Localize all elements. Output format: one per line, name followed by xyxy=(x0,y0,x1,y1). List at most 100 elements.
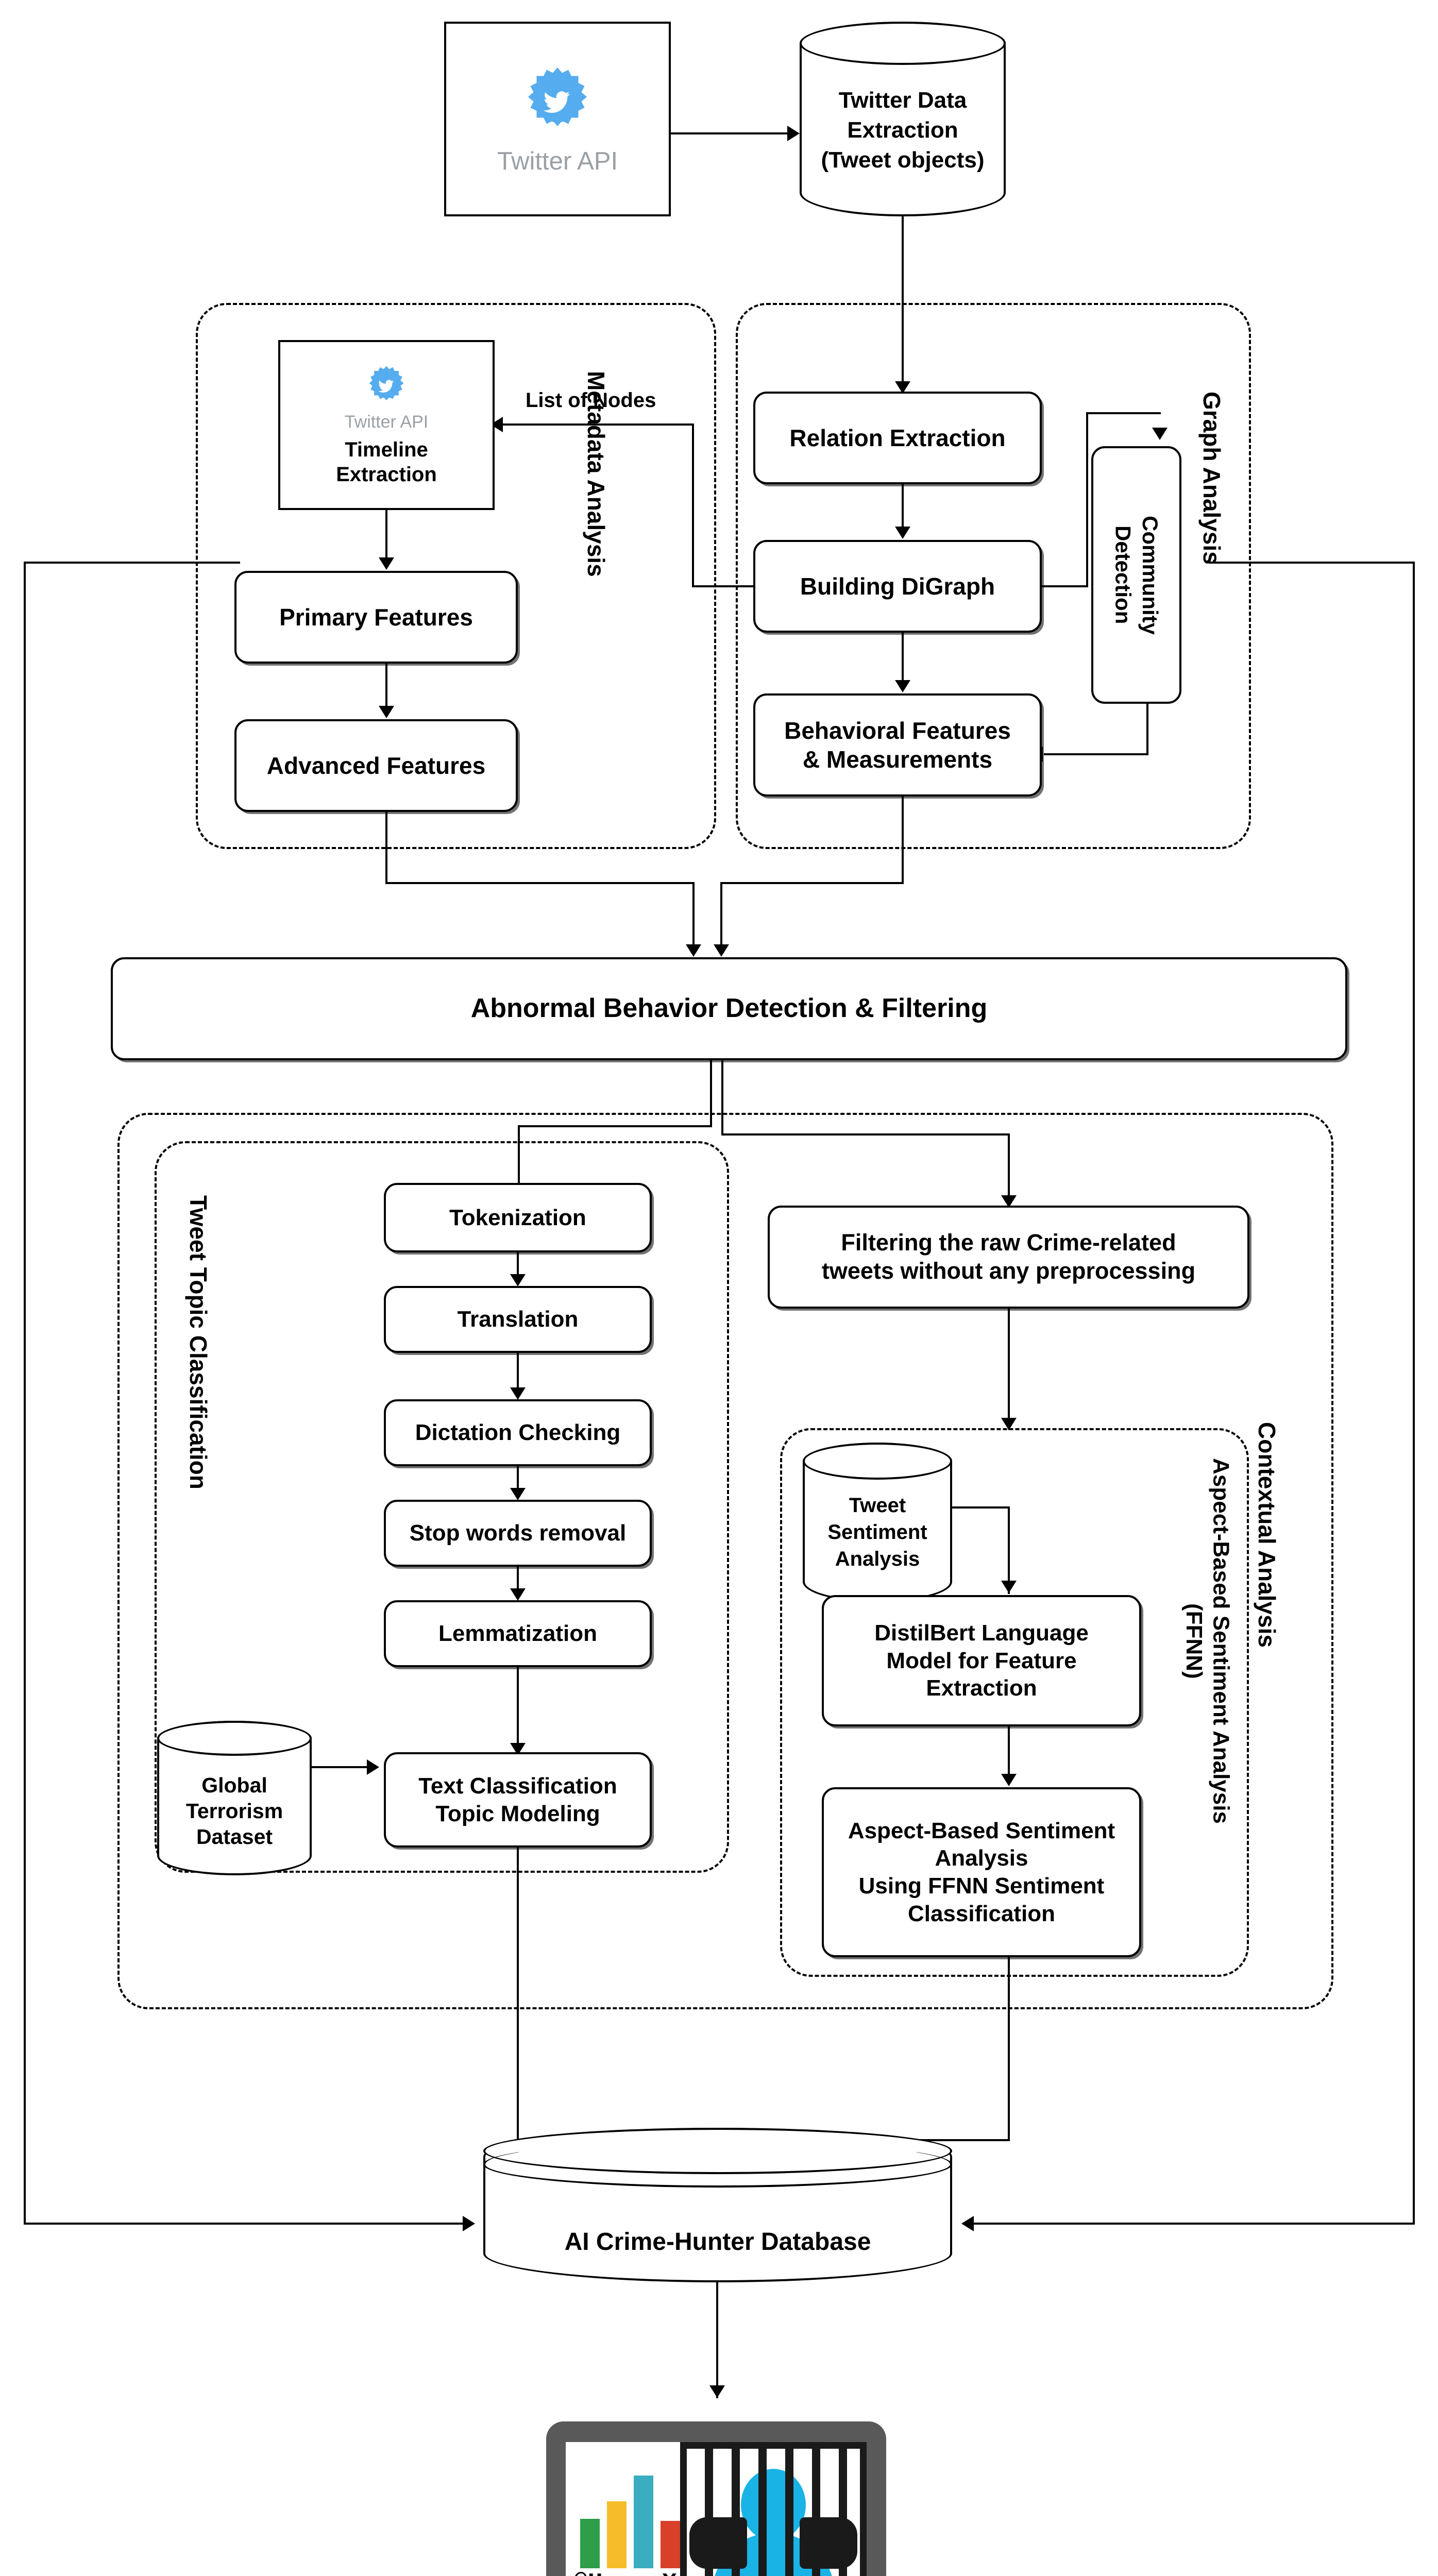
edge-digraph-to-community-v xyxy=(1086,412,1088,587)
node-distilbert-language-model[interactable]: DistilBert Language Model for Feature Ex… xyxy=(822,1595,1141,1726)
graph-analysis-label: Graph Analysis xyxy=(1198,392,1225,565)
edge-distilbert-to-ffnn xyxy=(1008,1726,1010,1783)
arrowhead-primary-to-advanced xyxy=(379,706,394,718)
arrowhead-filtering-to-absa xyxy=(1001,1418,1017,1430)
graph-analysis-group xyxy=(736,303,1251,849)
timeline-extraction-line2: Extraction xyxy=(336,463,437,486)
node-text-classification-line2: Topic Modeling xyxy=(435,1801,600,1826)
node-distilbert-line2: Model for Feature xyxy=(886,1648,1077,1673)
edge-filtering-down xyxy=(1008,1133,1010,1206)
node-text-classification-topic-modeling[interactable]: Text Classification Topic Modeling xyxy=(384,1752,652,1848)
contextual-analysis-group xyxy=(117,1113,1333,2009)
edge-textclass-down xyxy=(517,1848,519,2141)
absa-group-label: Aspect-Based Sentiment Analysis (FFNN) xyxy=(1181,1458,1234,1824)
person-behind-bars-icon xyxy=(680,2442,867,2576)
edge-behavioral-left xyxy=(720,882,904,884)
output-monitor[interactable]: @User_X xyxy=(546,2421,886,2576)
feedback-right-vertical xyxy=(1413,562,1415,2225)
edge-advanced-into-abnormal xyxy=(692,882,695,954)
node-behavioral-features[interactable]: Behavioral Features & Measurements xyxy=(753,693,1042,796)
arrowhead-dictation-to-stopwords xyxy=(510,1488,526,1500)
person-head xyxy=(741,2469,806,2541)
edge-filtering-branch-h xyxy=(721,1133,1010,1136)
feedback-left-vertical xyxy=(24,562,26,2225)
feedback-left-top xyxy=(24,562,240,564)
node-filtering-line2: tweets without any preprocessing xyxy=(821,1258,1196,1284)
timeline-extraction-card[interactable]: Twitter API Timeline Extraction xyxy=(278,340,495,510)
edge-translation-to-dictation xyxy=(517,1353,519,1397)
edge-digraph-to-behavioral xyxy=(902,633,904,689)
node-filtering-raw-crime-tweets[interactable]: Filtering the raw Crime-related tweets w… xyxy=(768,1206,1249,1309)
edge-filtering-to-absa xyxy=(1008,1309,1010,1430)
edge-stopwords-to-lemmatization xyxy=(517,1567,519,1598)
node-relation-extraction[interactable]: Relation Extraction xyxy=(753,392,1042,484)
node-tokenization[interactable]: Tokenization xyxy=(384,1183,652,1252)
node-advanced-features-label: Advanced Features xyxy=(266,752,486,779)
jail-bar-1 xyxy=(705,2442,713,2576)
twitter-data-extraction-cylinder[interactable]: Twitter Data Extraction (Tweet objects) xyxy=(800,22,1006,216)
global-terrorism-dataset-cylinder[interactable]: Global Terrorism Dataset xyxy=(157,1721,312,1875)
arrowhead-advanced-into-abnormal xyxy=(686,944,701,957)
node-text-classification-line1: Text Classification xyxy=(418,1773,617,1799)
jail-bar-5 xyxy=(812,2442,820,2576)
edge-lemmatization-to-textclass xyxy=(517,1667,519,1752)
node-dictation-checking[interactable]: Dictation Checking xyxy=(384,1399,652,1466)
timeline-extraction-line1: Timeline xyxy=(345,438,428,461)
bar-chart-icon xyxy=(580,2470,683,2568)
cylinder-top-cap xyxy=(157,1721,312,1756)
node-relation-extraction-label: Relation Extraction xyxy=(789,424,1006,451)
node-distilbert-line3: Extraction xyxy=(926,1675,1037,1701)
node-stop-words-removal[interactable]: Stop words removal xyxy=(384,1500,652,1567)
twitter-data-extraction-line2: Extraction xyxy=(847,117,958,143)
cylinder-top-cap-2 xyxy=(483,2141,952,2188)
ai-crime-hunter-database-cylinder[interactable]: AI Crime-Hunter Database xyxy=(483,2128,952,2282)
node-translation[interactable]: Translation xyxy=(384,1286,652,1353)
edge-label-list-of-nodes: List of Nodes xyxy=(526,389,656,412)
monitor-screen: @User_X xyxy=(566,2442,867,2576)
node-primary-features[interactable]: Primary Features xyxy=(234,571,518,664)
edge-sentiment-to-distilbert-v xyxy=(1008,1506,1010,1594)
global-terrorism-line3: Dataset xyxy=(196,1825,273,1849)
arrowhead-tokenization-to-translation xyxy=(510,1274,526,1286)
edge-behavioral-down xyxy=(902,796,904,884)
twitter-api-label: Twitter API xyxy=(497,147,618,175)
feedback-right-bottom xyxy=(973,2223,1415,2225)
edge-relation-to-digraph xyxy=(902,484,904,536)
edge-abnormal-to-tokenization xyxy=(518,1125,520,1233)
twitter-data-extraction-line1: Twitter Data xyxy=(838,88,967,113)
node-advanced-features[interactable]: Advanced Features xyxy=(234,719,518,812)
chart-bar-4 xyxy=(661,2521,680,2568)
node-building-digraph-label: Building DiGraph xyxy=(800,572,995,600)
twitter-data-extraction-line3: (Tweet objects) xyxy=(821,147,985,173)
node-primary-features-label: Primary Features xyxy=(279,603,473,631)
edge-dictation-to-stopwords xyxy=(517,1466,519,1497)
edge-list-of-nodes-v xyxy=(692,423,694,587)
node-filtering-line1: Filtering the raw Crime-related xyxy=(841,1229,1176,1256)
node-lemmatization[interactable]: Lemmatization xyxy=(384,1600,652,1667)
tweet-sentiment-analysis-cylinder[interactable]: Tweet Sentiment Analysis xyxy=(803,1443,952,1602)
node-aspect-based-sentiment-ffnn[interactable]: Aspect-Based Sentiment Analysis Using FF… xyxy=(822,1787,1141,1957)
edge-list-of-nodes-h1 xyxy=(692,585,755,587)
chart-bar-3 xyxy=(634,2476,653,2568)
edge-tokenization-to-translation xyxy=(517,1252,519,1283)
node-lemmatization-label: Lemmatization xyxy=(438,1621,598,1647)
twitter-gear-icon xyxy=(519,63,596,143)
arrowhead-distilbert-to-ffnn xyxy=(1001,1774,1017,1786)
node-abnormal-behavior-detection[interactable]: Abnormal Behavior Detection & Filtering xyxy=(111,957,1347,1060)
arrowhead-api-to-extraction xyxy=(787,126,800,141)
edge-api-to-extraction xyxy=(671,132,789,134)
node-community-detection[interactable]: Community Detection xyxy=(1091,446,1181,704)
global-terrorism-line2: Terrorism xyxy=(185,1799,283,1823)
arrowhead-feedback-left-into-database xyxy=(463,2216,475,2231)
edge-abnormal-out-left-h xyxy=(518,1125,712,1127)
node-building-digraph[interactable]: Building DiGraph xyxy=(753,540,1042,633)
twitter-api-card[interactable]: Twitter API xyxy=(444,22,671,216)
edge-advanced-down xyxy=(385,812,387,884)
node-tokenization-label: Tokenization xyxy=(449,1205,586,1230)
arrowhead-database-to-monitor xyxy=(709,2385,725,2398)
cylinder-top-cap xyxy=(803,1443,952,1480)
tweet-topic-classification-group xyxy=(155,1141,729,1873)
edge-sentiment-to-distilbert-h xyxy=(951,1506,1010,1509)
tweet-sentiment-line3: Analysis xyxy=(835,1548,920,1570)
arrowhead-dataset-to-textclass xyxy=(367,1759,379,1775)
